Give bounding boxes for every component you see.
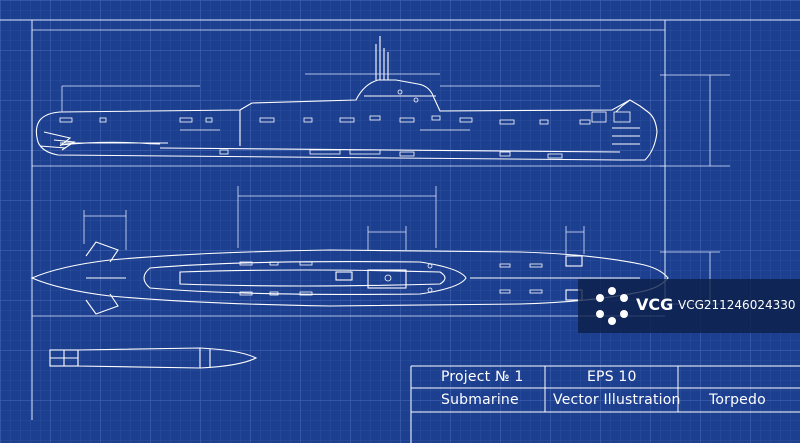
watermark-banner: VCG VCG211246024330 [578,279,800,333]
torpedo-drawing [49,347,258,369]
side-view-details [59,89,631,159]
project-label: Project № 1 [441,369,524,385]
submarine-top-view [30,241,669,315]
format-label: EPS 10 [587,369,637,385]
side-dimension-lines [32,29,730,167]
submarine-side-view [35,36,658,161]
title-block-grid [410,365,800,443]
top-dimension-lines [32,186,720,317]
vcg-logo [596,287,628,325]
watermark-id: VCG211246024330 [678,298,796,312]
top-view-details [239,261,543,296]
subject-label: Submarine [441,392,519,408]
watermark-brand: VCG [636,295,674,314]
type-label: Vector Illustration [553,392,681,408]
part-label: Torpedo [709,392,766,408]
drawing-frame [0,19,800,420]
title-block: Project № 1 EPS 10 Submarine Vector Illu… [411,366,800,443]
